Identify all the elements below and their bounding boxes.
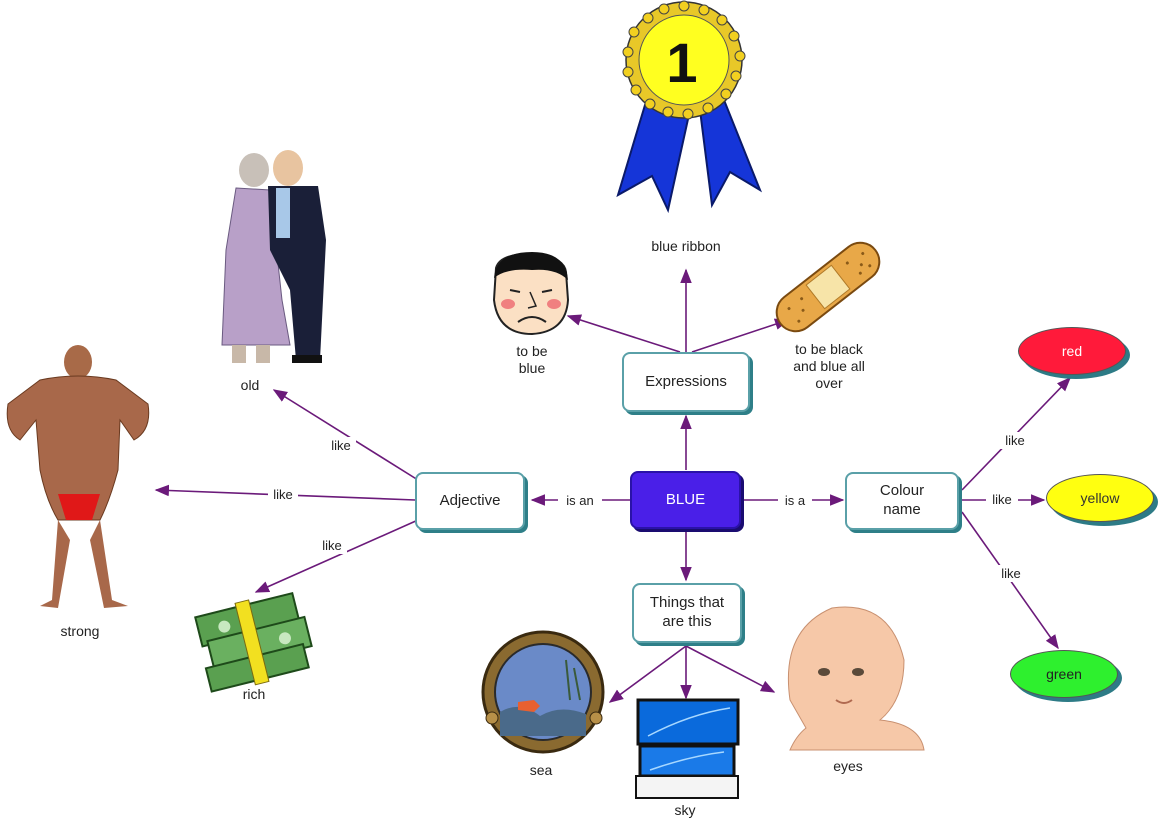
arrow-expressions-to-to-be-blue [566, 314, 681, 353]
link-label-is-a: is a [785, 493, 806, 508]
link-labels: is an is a like like like like like like [268, 432, 1030, 582]
ribbon-number: 1 [666, 31, 697, 94]
caption-to-be-blue: to be blue [516, 343, 548, 376]
link-label-like-yellow: like [992, 492, 1012, 507]
money-illustration [194, 591, 313, 693]
arrow-expressions-to-black-and-blue [691, 318, 790, 353]
baby-face-illustration [787, 606, 925, 751]
arrow-things-to-eyes [685, 645, 776, 693]
arrow-adjective-to-old [272, 389, 419, 481]
caption-blue-ribbon: blue ribbon [651, 238, 721, 254]
sad-face-illustration [492, 252, 570, 336]
caption-black-and-blue: to be black and blue all over [793, 341, 865, 391]
link-label-like-strong: like [273, 487, 293, 502]
porthole-illustration [481, 630, 605, 754]
link-label-is-an: is an [566, 493, 593, 508]
link-label-like-old: like [331, 438, 351, 453]
oval-red[interactable]: red [1018, 327, 1126, 375]
strongman-illustration [6, 345, 150, 608]
node-expressions[interactable]: Expressions [622, 352, 750, 412]
node-things-that-are-this[interactable]: Things that are this [632, 583, 742, 643]
caption-rich: rich [242, 686, 266, 702]
caption-old: old [240, 377, 260, 393]
node-colour-name[interactable]: Colour name [845, 472, 959, 530]
sky-illustration [635, 698, 740, 799]
arrow-adjective-to-rich [254, 519, 419, 593]
caption-eyes: eyes [833, 758, 863, 774]
blue-ribbon-illustration: 1 [616, 0, 763, 214]
link-label-like-rich: like [322, 538, 342, 553]
caption-sea: sea [529, 762, 553, 778]
node-blue[interactable]: BLUE [630, 471, 741, 529]
bandage-illustration [775, 241, 881, 333]
node-adjective[interactable]: Adjective [415, 472, 525, 530]
link-label-like-green: like [1001, 566, 1021, 581]
oval-green[interactable]: green [1010, 650, 1118, 698]
arrow-things-to-sea [608, 645, 687, 703]
caption-sky: sky [674, 802, 696, 818]
caption-strong: strong [60, 623, 100, 639]
link-label-like-red: like [1005, 433, 1025, 448]
oval-yellow[interactable]: yellow [1046, 474, 1154, 522]
old-couple-illustration [221, 150, 326, 363]
